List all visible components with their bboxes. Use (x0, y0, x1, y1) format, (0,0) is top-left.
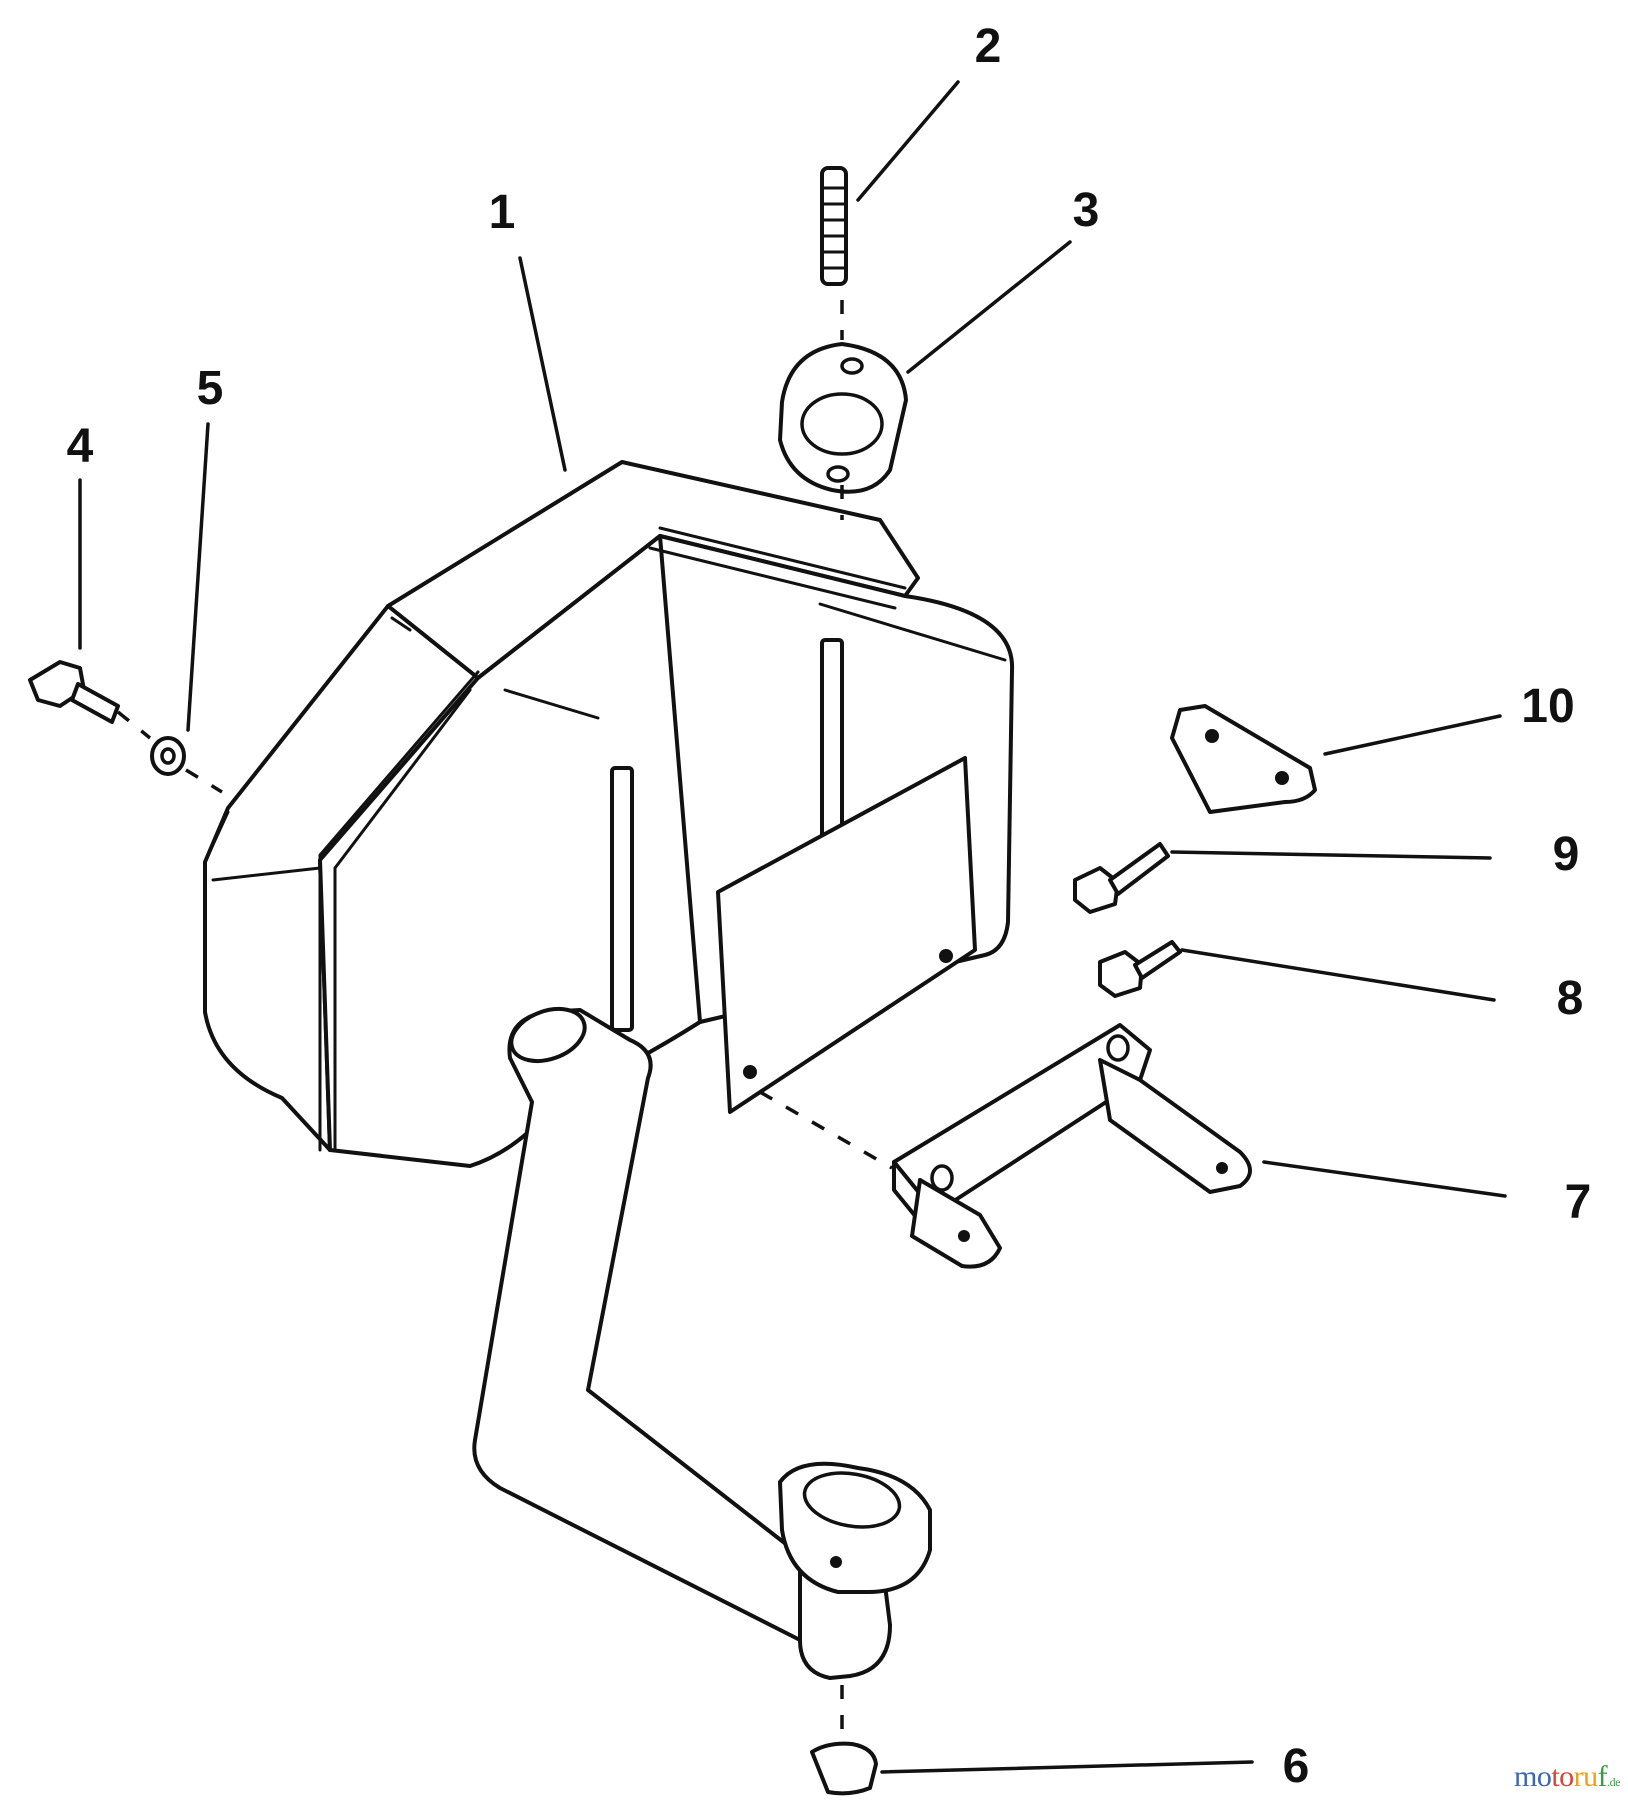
callout-labels: 1 2 3 4 5 6 7 8 9 10 (67, 20, 1592, 1793)
screw-upper (1073, 842, 1170, 914)
screw-lower (1098, 940, 1182, 998)
watermark-part-4: f (1597, 1760, 1608, 1793)
watermark-part-2: to (1551, 1760, 1574, 1793)
leader-lines (78, 80, 1507, 1774)
callout-1: 1 (489, 186, 516, 239)
stud (820, 166, 848, 286)
plug (810, 1741, 878, 1796)
callout-5: 5 (197, 362, 224, 415)
watermark-part-1: mo (1513, 1760, 1552, 1793)
lock-washer (150, 736, 186, 776)
watermark-part-3: ru (1573, 1760, 1599, 1793)
gasket (778, 342, 908, 494)
small-plate (1170, 704, 1317, 814)
callout-7: 7 (1565, 1176, 1592, 1229)
heat-shield-plate (716, 756, 977, 1114)
watermark-logo: motoruf.de (1513, 1760, 1621, 1794)
callout-6: 6 (1283, 1740, 1310, 1793)
callout-3: 3 (1073, 184, 1100, 237)
watermark-suffix: .de (1607, 1775, 1620, 1789)
exhaust-pipe (472, 1006, 932, 1680)
alignment-lines (116, 300, 893, 1742)
callout-10: 10 (1521, 680, 1574, 733)
bolt-left (28, 660, 120, 724)
callout-9: 9 (1553, 828, 1580, 881)
callout-2: 2 (975, 20, 1002, 73)
callout-8: 8 (1557, 972, 1584, 1025)
mounting-bracket (892, 1023, 1252, 1269)
callout-4: 4 (67, 420, 94, 473)
